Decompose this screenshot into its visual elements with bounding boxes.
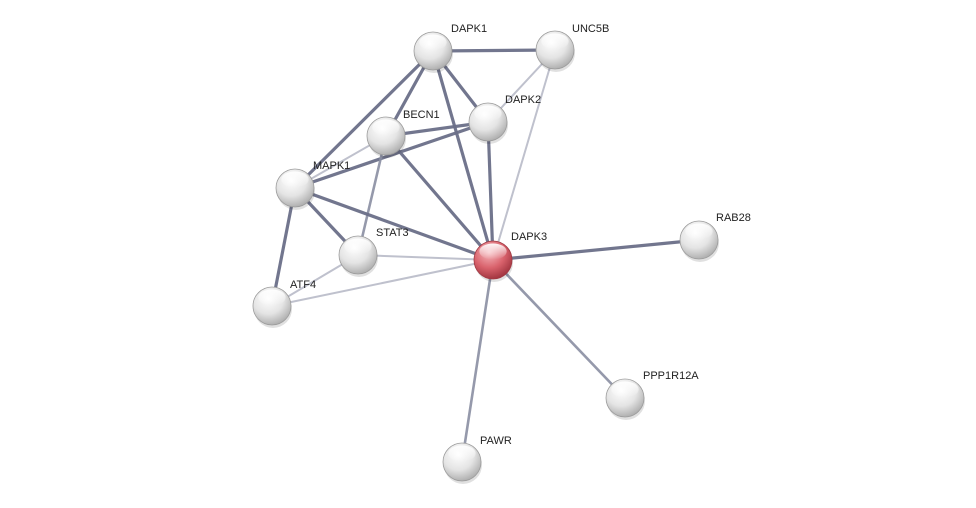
node-label: DAPK1 xyxy=(451,23,487,35)
node-highlight xyxy=(474,105,502,122)
node-label: UNC5B xyxy=(572,23,609,35)
node-label: MAPK1 xyxy=(313,160,350,172)
node-becn1[interactable]: BECN1 xyxy=(366,109,440,158)
node-dapk2[interactable]: DAPK2 xyxy=(468,94,541,144)
edge-becn1-stat3[interactable] xyxy=(356,134,388,257)
node-label: PAWR xyxy=(480,435,512,447)
node-dapk1[interactable]: DAPK1 xyxy=(413,23,487,73)
node-dapk3[interactable]: DAPK3 xyxy=(473,231,547,282)
node-highlight xyxy=(258,289,286,306)
edge-atf4-dapk3[interactable] xyxy=(271,259,494,307)
node-highlight xyxy=(479,243,507,260)
edge-dapk2-dapk3[interactable] xyxy=(486,120,495,262)
node-unc5b[interactable]: UNC5B xyxy=(535,23,609,72)
node-atf4[interactable]: ATF4 xyxy=(252,279,316,328)
edge-unc5b-dapk3[interactable] xyxy=(492,49,556,261)
edge-dapk3-pawr[interactable] xyxy=(460,258,495,464)
edge-dapk1-dapk3[interactable] xyxy=(431,49,495,262)
edge-mapk1-dapk3[interactable] xyxy=(293,186,495,262)
node-label: STAT3 xyxy=(376,227,409,239)
edge-dapk1-unc5b[interactable] xyxy=(431,48,557,53)
edge-dapk3-ppp1r12a[interactable] xyxy=(491,258,627,400)
edge-becn1-dapk3[interactable] xyxy=(384,134,495,262)
node-label: ATF4 xyxy=(290,279,316,291)
node-highlight xyxy=(372,119,400,136)
node-label: DAPK2 xyxy=(505,94,541,106)
node-label: PPP1R12A xyxy=(643,370,699,382)
node-highlight xyxy=(611,381,639,398)
node-mapk1[interactable]: MAPK1 xyxy=(275,160,350,210)
edge-dapk2-mapk1[interactable] xyxy=(293,120,490,190)
node-highlight xyxy=(541,33,569,50)
node-label: DAPK3 xyxy=(511,231,547,243)
node-rab28[interactable]: RAB28 xyxy=(679,212,751,262)
edge-mapk1-atf4[interactable] xyxy=(270,186,297,308)
edge-dapk1-mapk1[interactable] xyxy=(293,49,435,190)
node-stat3[interactable]: STAT3 xyxy=(338,227,409,277)
node-highlight xyxy=(685,223,713,240)
node-ppp1r12a[interactable]: PPP1R12A xyxy=(605,370,699,420)
node-highlight xyxy=(344,238,372,255)
node-highlight xyxy=(448,445,476,462)
node-highlight xyxy=(281,171,309,188)
node-pawr[interactable]: PAWR xyxy=(442,435,512,484)
node-highlight xyxy=(419,34,447,51)
edge-stat3-dapk3[interactable] xyxy=(357,254,494,261)
node-label: RAB28 xyxy=(716,212,751,224)
edge-dapk3-rab28[interactable] xyxy=(491,238,701,262)
node-label: BECN1 xyxy=(403,109,440,121)
